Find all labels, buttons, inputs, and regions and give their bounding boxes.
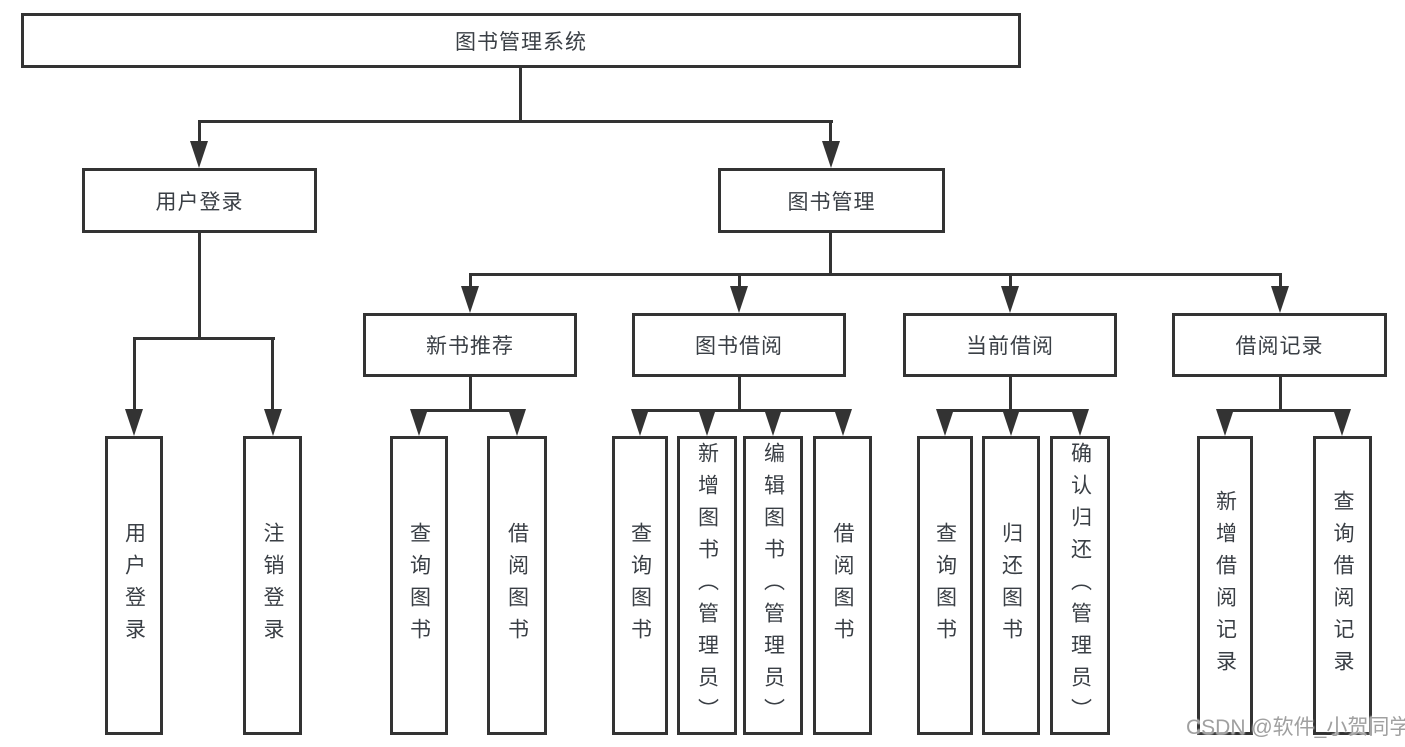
- leaf-edit-books-admin: 编辑图书（管理员）: [743, 436, 803, 735]
- arrowhead-leaf-c4: [834, 409, 852, 436]
- arrowhead-leaf-b1: [410, 409, 428, 436]
- node-book-management-module: 图书管理: [718, 168, 945, 233]
- connector-l3d-drop: [1279, 377, 1282, 409]
- connector-drop-l3a: [469, 273, 472, 289]
- connector-rail-level3: [469, 273, 1281, 276]
- connector-rail-l3b: [639, 409, 844, 412]
- leaf-borrow-books-borrowing: 借阅图书: [813, 436, 872, 735]
- connector-rail-l3d: [1224, 409, 1343, 412]
- arrowhead-l3d: [1271, 286, 1289, 313]
- arrowhead-l3b: [730, 286, 748, 313]
- node-user-login-module: 用户登录: [82, 168, 317, 233]
- connector-drop-book-mgmt: [829, 120, 832, 144]
- leaf-query-books-borrowing: 查询图书: [612, 436, 668, 735]
- leaf-user-login: 用户登录: [105, 436, 163, 735]
- arrowhead-leaf-c2: [698, 409, 716, 436]
- leaf-query-books-recommend: 查询图书: [390, 436, 448, 735]
- connector-bookmgmt-drop: [829, 233, 832, 273]
- arrowhead-leaf-d2: [1002, 409, 1020, 436]
- node-borrow-records: 借阅记录: [1172, 313, 1387, 377]
- arrowhead-leaf-a1: [125, 409, 143, 436]
- leaf-return-books: 归还图书: [982, 436, 1040, 735]
- connector-l3a-drop: [469, 377, 472, 409]
- connector-drop-l3b: [738, 273, 741, 289]
- leaf-add-books-admin: 新增图书（管理员）: [677, 436, 737, 735]
- arrowhead-leaf-b2: [508, 409, 526, 436]
- leaf-confirm-return-admin: 确认归还（管理员）: [1050, 436, 1110, 735]
- connector-l3c-drop: [1009, 377, 1012, 409]
- arrowhead-book-mgmt: [822, 141, 840, 168]
- arrowhead-leaf-e2: [1333, 409, 1351, 436]
- arrowhead-leaf-a2: [264, 409, 282, 436]
- leaf-query-books-current: 查询图书: [917, 436, 973, 735]
- arrowhead-l3c: [1001, 286, 1019, 313]
- connector-drop-leaf-a2: [271, 337, 274, 410]
- connector-drop-user-login: [198, 120, 201, 144]
- node-system-root: 图书管理系统: [21, 13, 1021, 68]
- arrowhead-l3a: [461, 286, 479, 313]
- connector-rail-l3a: [418, 409, 518, 412]
- connector-userlogin-drop: [198, 233, 201, 337]
- node-book-borrowing: 图书借阅: [632, 313, 846, 377]
- csdn-watermark: CSDN @软件_小贺同学: [1186, 716, 1405, 739]
- connector-l3b-drop: [738, 377, 741, 409]
- leaf-query-borrow-record: 查询借阅记录: [1313, 436, 1372, 735]
- arrowhead-leaf-c1: [631, 409, 649, 436]
- leaf-add-borrow-record: 新增借阅记录: [1197, 436, 1253, 735]
- connector-drop-l3c: [1009, 273, 1012, 289]
- arrowhead-user-login: [190, 141, 208, 168]
- node-current-borrowing: 当前借阅: [903, 313, 1117, 377]
- leaf-logout: 注销登录: [243, 436, 302, 735]
- node-new-book-recommend: 新书推荐: [363, 313, 577, 377]
- connector-drop-leaf-a1: [133, 337, 136, 410]
- leaf-borrow-books-recommend: 借阅图书: [487, 436, 547, 735]
- arrowhead-leaf-d3: [1071, 409, 1089, 436]
- arrowhead-leaf-e1: [1216, 409, 1234, 436]
- connector-rail-userlogin: [133, 337, 275, 340]
- connector-rail-level2: [198, 120, 833, 123]
- connector-root-drop: [519, 68, 522, 120]
- arrowhead-leaf-c3: [764, 409, 782, 436]
- connector-drop-l3d: [1279, 273, 1282, 289]
- arrowhead-leaf-d1: [936, 409, 954, 436]
